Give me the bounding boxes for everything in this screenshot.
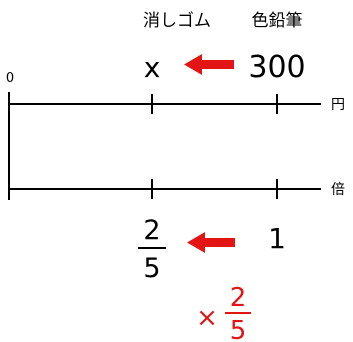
multiplier-numerator: 2 <box>230 283 247 313</box>
eraser-amount-value: x <box>144 51 161 84</box>
eraser-ratio-denominator: 5 <box>143 253 160 284</box>
pencil-amount-value: 300 <box>248 50 305 85</box>
ratio-unit-label: 倍 <box>331 182 345 198</box>
multiplier-annotation: × 2 5 <box>196 283 251 342</box>
multiplier-denominator: 5 <box>230 316 247 342</box>
origin-label: 0 <box>6 71 14 86</box>
eraser-header-label: 消しゴム <box>143 10 211 31</box>
top-arrow-icon <box>184 54 234 75</box>
pencil-header-label: 色鉛筆 <box>252 11 303 31</box>
pencil-ratio-value: 1 <box>268 222 286 255</box>
eraser-ratio-numerator: 2 <box>143 215 160 246</box>
multiplier-symbol: × <box>196 303 218 333</box>
amount-unit-label: 円 <box>331 97 345 113</box>
eraser-ratio-fraction: 2 5 <box>138 215 166 284</box>
bottom-arrow-icon <box>187 232 235 253</box>
